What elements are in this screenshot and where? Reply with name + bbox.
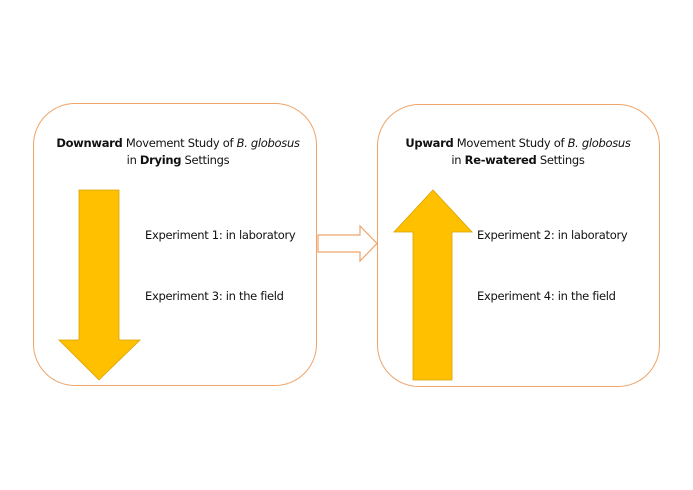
- experiment-4-label: Experiment 4: in the field: [477, 289, 616, 303]
- title-text: in: [126, 153, 140, 167]
- title-bold: Upward: [405, 136, 454, 150]
- drying-panel-title: Downward Movement Study of B. globosus i…: [40, 135, 316, 169]
- experiment-2-label: Experiment 2: in laboratory: [477, 228, 628, 242]
- title-bold: Re-watered: [464, 153, 537, 167]
- experiment-3-label: Experiment 3: in the field: [145, 289, 284, 303]
- experiment-1-label: Experiment 1: in laboratory: [145, 228, 296, 242]
- rewatered-panel-title: Upward Movement Study of B. globosus in …: [380, 135, 656, 169]
- title-text: Settings: [536, 153, 585, 167]
- transition-arrow: [317, 224, 378, 263]
- up-arrow: [393, 189, 473, 381]
- title-text: Movement Study of: [453, 136, 568, 150]
- title-bold: Downward: [56, 136, 123, 150]
- title-text: in: [451, 153, 465, 167]
- title-text: Settings: [181, 153, 230, 167]
- down-arrow: [58, 189, 141, 381]
- species-name: B. globosus: [236, 136, 300, 150]
- species-name: B. globosus: [567, 136, 631, 150]
- title-text: Movement Study of: [122, 136, 237, 150]
- title-bold: Drying: [139, 153, 182, 167]
